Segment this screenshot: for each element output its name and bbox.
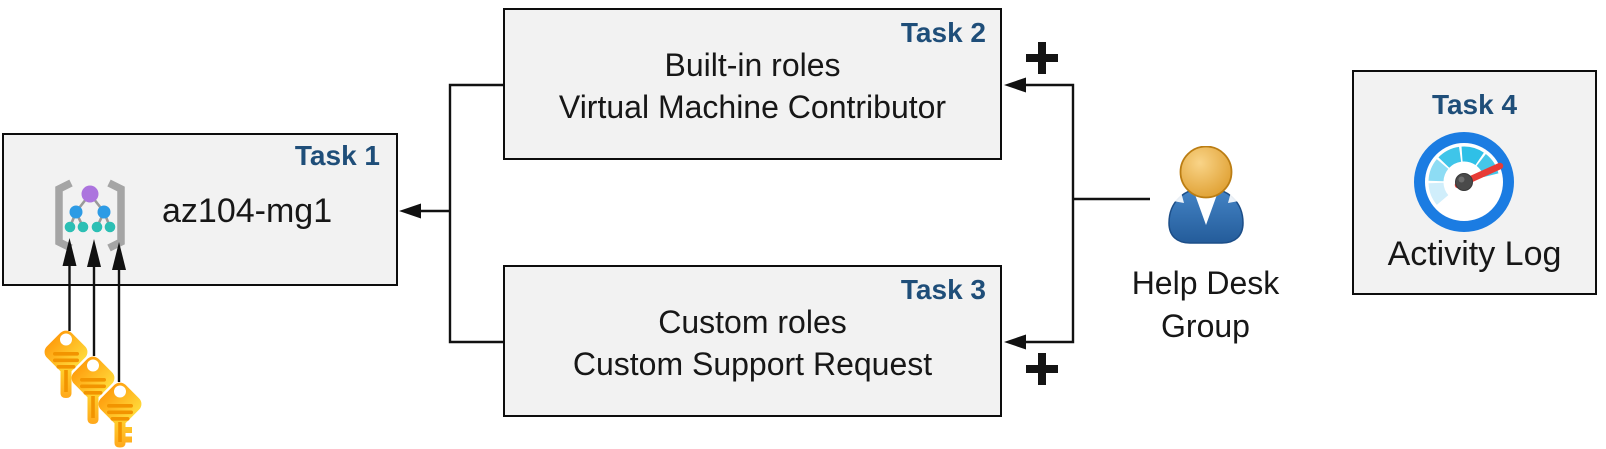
- task1-badge: Task 1: [294, 140, 380, 171]
- gauge-icon: [1414, 132, 1514, 232]
- task1-box: Task 1 az104-mg1: [2, 133, 398, 286]
- task3-box: Task 3 Custom roles Custom Support Reque…: [503, 265, 1002, 417]
- management-group-icon: [55, 179, 125, 252]
- right-branch-connector: [1023, 83, 1075, 344]
- task4-caption: Activity Log: [1387, 235, 1562, 273]
- help-desk-line1: Help Desk: [1131, 265, 1280, 301]
- task2-line1: Built-in roles: [664, 47, 841, 83]
- plus-icon: [1026, 42, 1058, 74]
- help-desk-line2: Group: [1161, 308, 1250, 344]
- task4-box: Task 4 Activity Log: [1352, 70, 1597, 295]
- help-desk-label: Help Desk Group: [1118, 262, 1293, 348]
- task2-box: Task 2 Built-in roles Virtual Machine Co…: [503, 8, 1002, 160]
- user-icon: [1167, 146, 1244, 244]
- task2-badge: Task 2: [900, 17, 986, 48]
- task3-line1: Custom roles: [658, 304, 847, 340]
- arrowhead-task1: [399, 203, 421, 219]
- key-2: [71, 356, 115, 424]
- left-branch-connector: [448, 83, 503, 344]
- task3-text: Custom roles Custom Support Request: [505, 301, 1000, 385]
- task2-line2: Virtual Machine Contributor: [558, 89, 947, 125]
- key-1: [44, 330, 88, 398]
- task1-title: az104-mg1: [162, 192, 333, 230]
- task3-line2: Custom Support Request: [572, 346, 933, 382]
- plus-icon: [1026, 353, 1058, 385]
- help-desk-group: Help Desk Group: [1118, 146, 1293, 348]
- task4-badge: Task 4: [1431, 89, 1518, 120]
- arrowhead-task2: [1004, 77, 1026, 93]
- task2-text: Built-in roles Virtual Machine Contribut…: [505, 44, 1000, 128]
- key-3: [98, 382, 142, 448]
- task3-badge: Task 3: [900, 274, 986, 305]
- arrowhead-task3: [1004, 334, 1026, 350]
